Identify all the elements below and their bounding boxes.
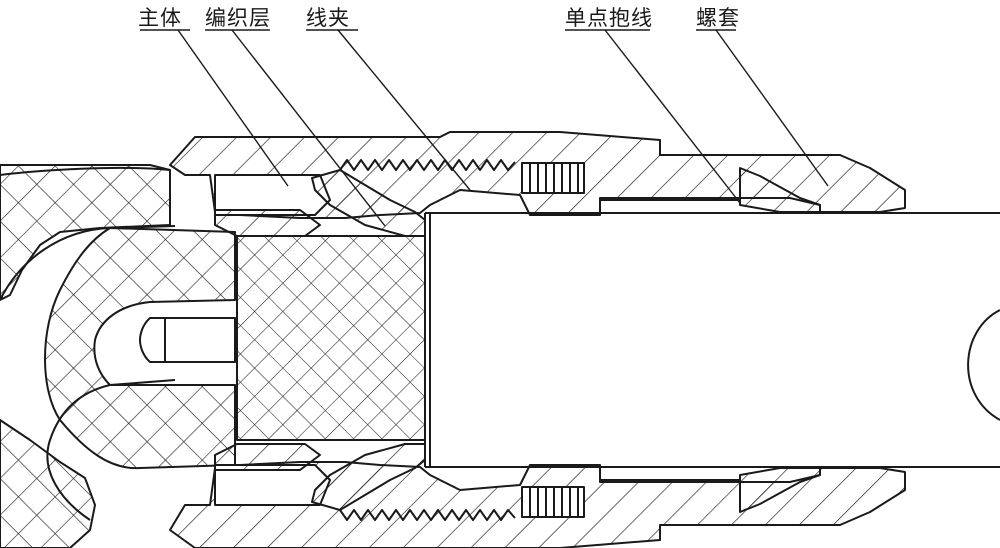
thread-lower <box>339 509 516 521</box>
label-screw-sleeve: 螺套 <box>696 6 740 30</box>
left-cable-lower <box>0 419 96 548</box>
body-inner-lower <box>214 464 331 506</box>
label-clamp: 线夹 <box>306 6 350 30</box>
knurl-lower-lines <box>529 487 579 517</box>
left-cable-mid <box>44 227 236 470</box>
label-single-point-hold: 单点抱线 <box>565 6 653 30</box>
tube-break <box>967 309 1000 421</box>
right-tube <box>424 212 1000 468</box>
left-cable-upper <box>0 164 171 301</box>
leader-lines <box>140 29 829 227</box>
hold-wedge-lower <box>739 467 821 513</box>
inner-core-block <box>236 235 426 441</box>
body-inner-upper-hatch <box>214 209 321 237</box>
hold-wedge-upper <box>739 167 821 213</box>
knurl-upper-lines <box>529 163 579 193</box>
body-inner-upper <box>214 174 331 216</box>
label-body: 主体 <box>138 6 182 30</box>
body-inner-lower-hatch <box>214 443 321 471</box>
thread-upper <box>339 159 516 171</box>
center-pin <box>139 317 236 363</box>
label-braid: 编织层 <box>205 6 271 30</box>
